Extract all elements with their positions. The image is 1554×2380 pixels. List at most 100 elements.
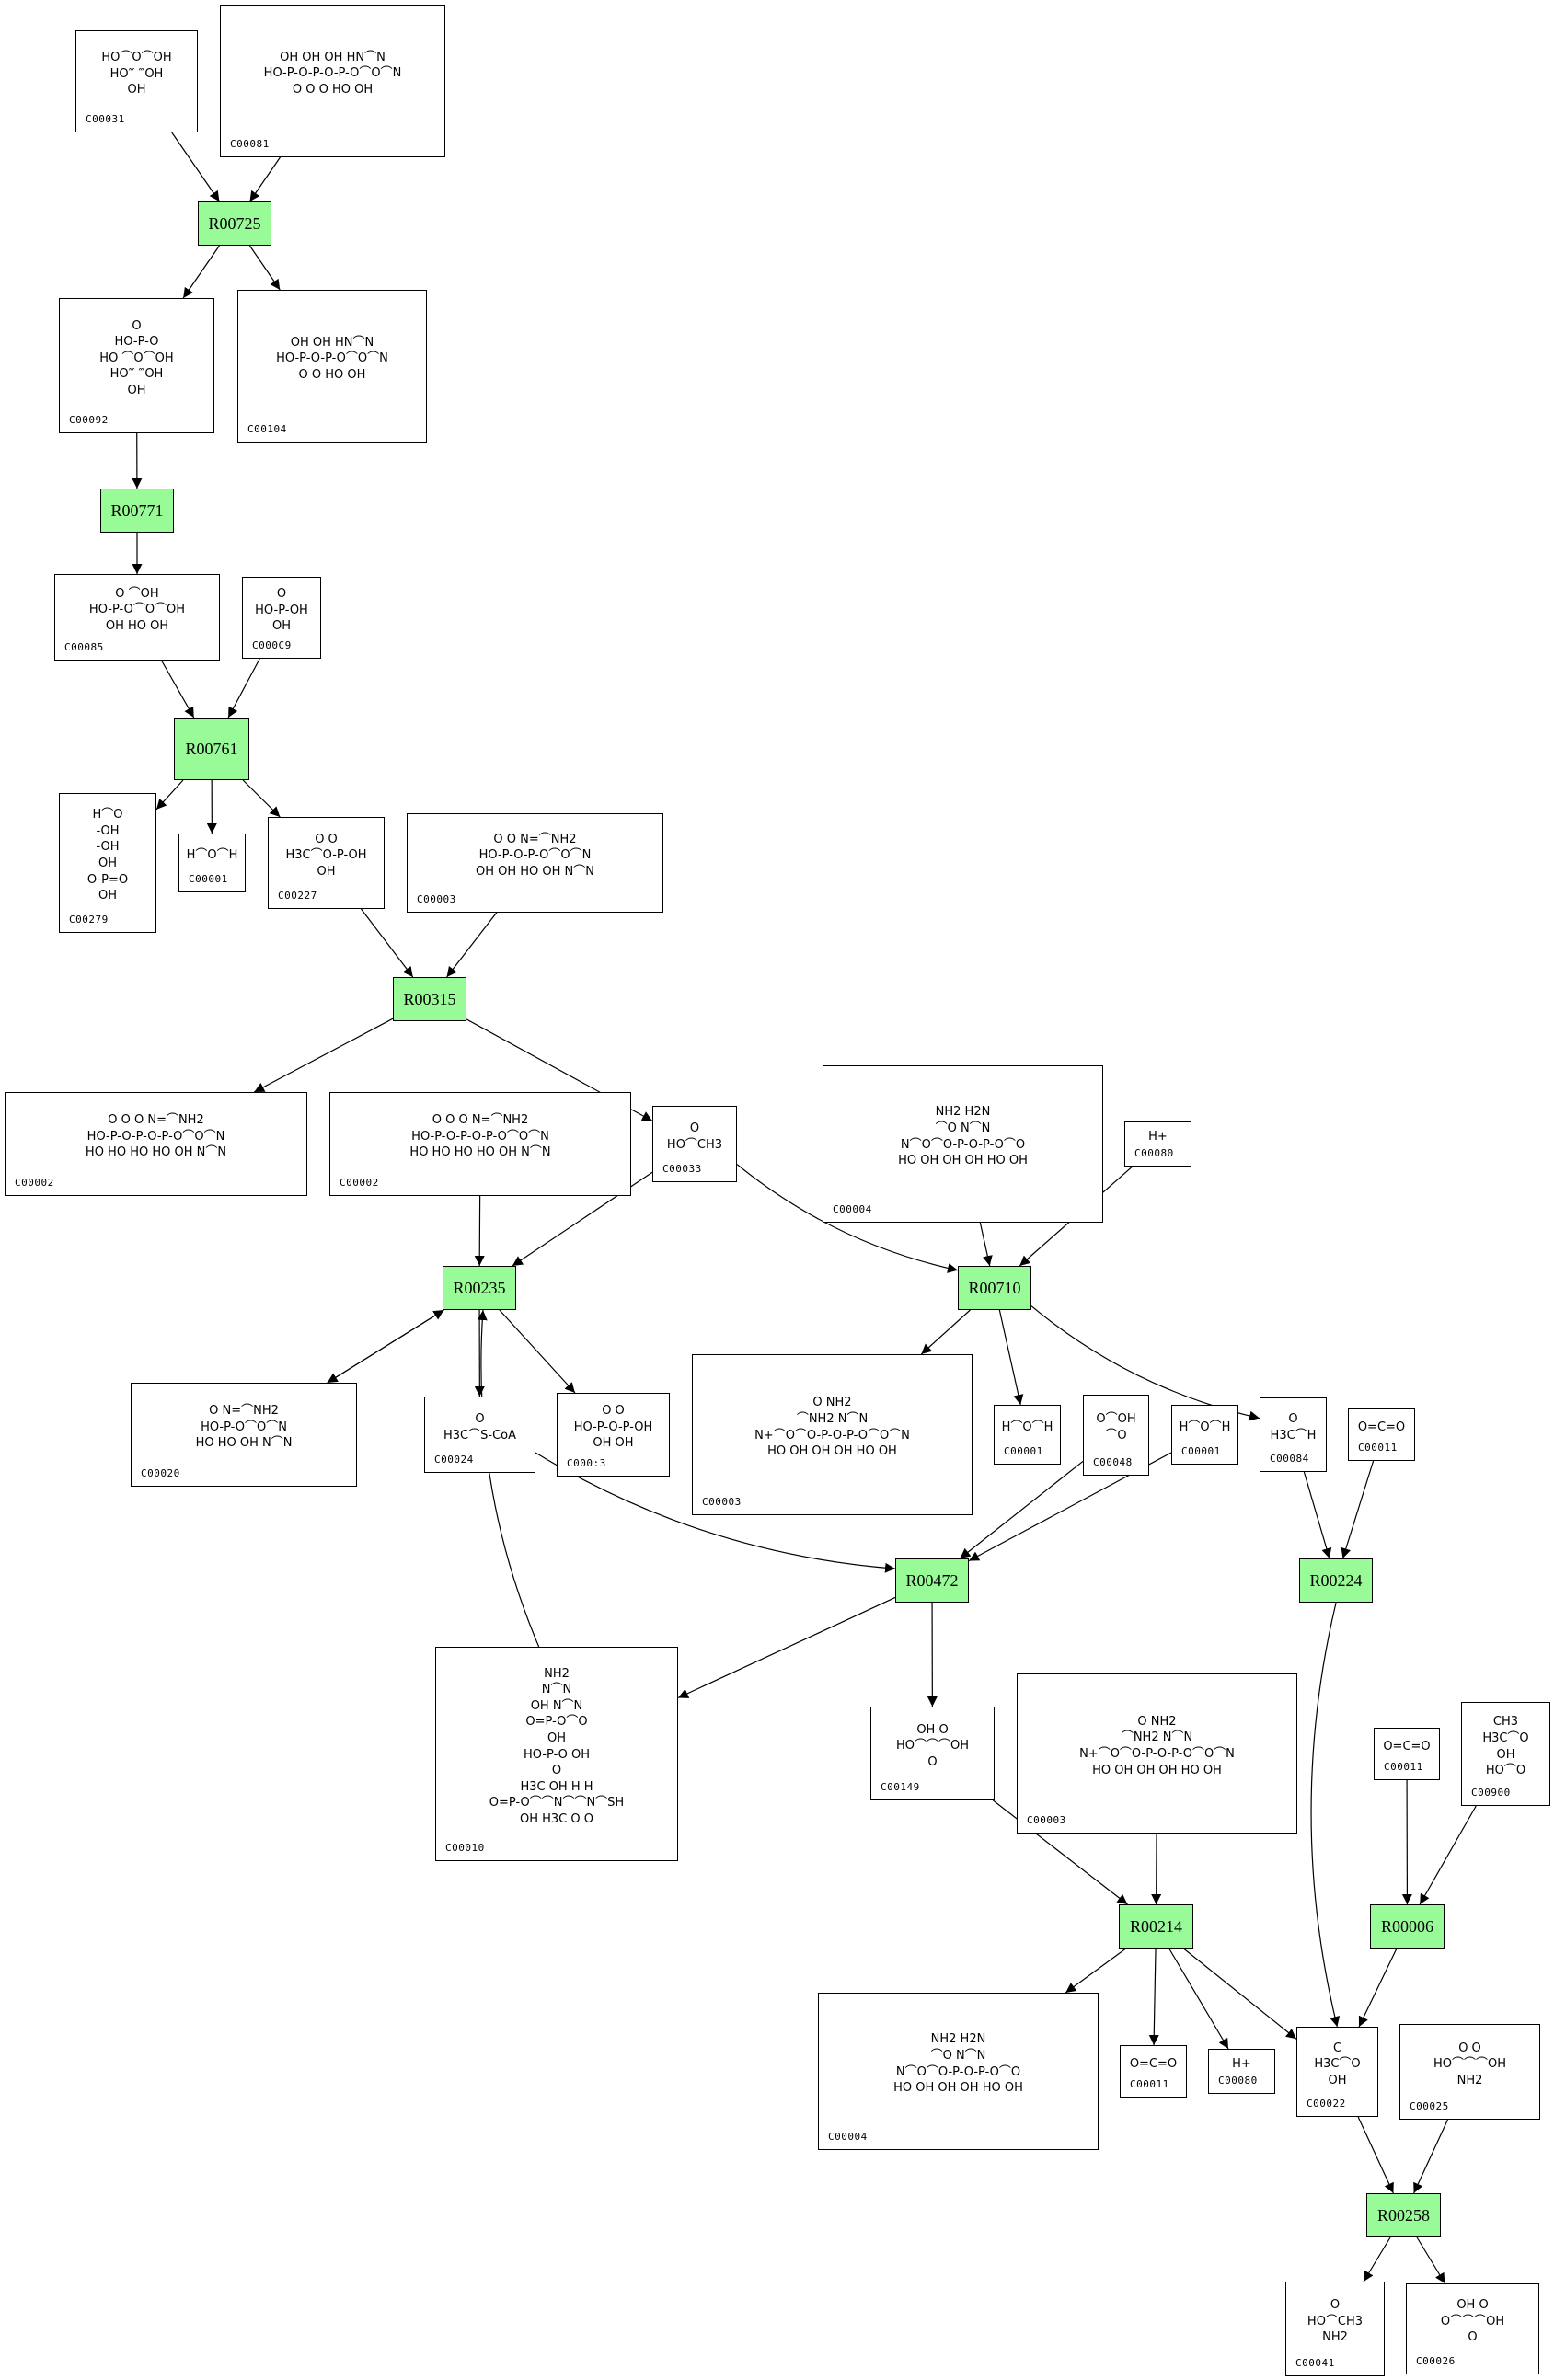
reaction-node-R00006[interactable]: R00006 [1370, 1904, 1445, 1949]
compound-id-label: C00022 [1307, 2098, 1346, 2110]
structure-drawing: O HO⌒CH3 NH2 [1307, 2298, 1364, 2345]
structure-drawing: NH2 N⌒N OH N⌒N O=P-O⌒O OH HO-P-O OH O H3… [489, 1666, 625, 1826]
compound-id-label: C00004 [833, 1203, 872, 1215]
compound-node-C00085[interactable]: O ⌒OH HO-P-O⌒O⌒OH OH HO OH C00085 [54, 574, 220, 661]
reaction-node-R00472[interactable]: R00472 [895, 1558, 969, 1603]
structure-drawing: H⌒O⌒H [1001, 1420, 1053, 1434]
compound-id-label: C000C9 [252, 639, 292, 651]
compound-node-C00004[interactable]: NH2 H2N ⌒O N⌒N N⌒O⌒O-P-O-P-O⌒O HO OH OH … [818, 1993, 1099, 2150]
compound-id-label: C00003 [1027, 1814, 1066, 1826]
structure-drawing: O ⌒OH HO-P-O⌒O⌒OH OH HO OH [88, 586, 186, 633]
structure-drawing: NH2 H2N ⌒O N⌒N N⌒O⌒O-P-O-P-O⌒O HO OH OH … [893, 2032, 1023, 2096]
structure-drawing: OH O O⌒⌒⌒OH O [1440, 2298, 1505, 2345]
compound-id-label: C00003 [702, 1496, 742, 1508]
compound-id-label: C00001 [1004, 1445, 1043, 1457]
compound-node-C00003[interactable]: O NH2 ⌒NH2 N⌒N N+⌒O⌒O-P-O-P-O⌒O⌒N HO OH … [1017, 1673, 1297, 1834]
reaction-node-R00710[interactable]: R00710 [958, 1266, 1031, 1310]
structure-drawing: H+ [1148, 1129, 1168, 1144]
compound-id-label: C00080 [1134, 1147, 1174, 1159]
compound-id-label: C00092 [69, 414, 109, 426]
structure-drawing: O HO⌒CH3 [666, 1121, 723, 1152]
compound-node-C00003[interactable]: O NH2 ⌒NH2 N⌒N N+⌒O⌒O-P-O-P-O⌒O⌒N HO OH … [692, 1354, 973, 1515]
structure-drawing: O O HO⌒⌒⌒OH NH2 [1433, 2041, 1507, 2087]
compound-node-C00010[interactable]: NH2 N⌒N OH N⌒N O=P-O⌒O OH HO-P-O OH O H3… [435, 1647, 678, 1861]
structure-drawing: H⌒O⌒H [1179, 1420, 1231, 1434]
structure-drawing: O H3C⌒H [1270, 1411, 1317, 1443]
structure-drawing: H+ [1232, 2056, 1251, 2071]
edge-R00224-to-c00022 [1310, 1602, 1341, 2028]
edge-R00761-to-c00227 [242, 779, 281, 818]
structure-drawing: C H3C⌒O OH [1314, 2041, 1361, 2087]
edge-R00214-to-c00080b [1168, 1948, 1229, 2050]
compound-node-C00002[interactable]: O O O N=⌒NH2 HO-P-O-P-O-P-O⌒O⌒N HO HO HO… [329, 1092, 631, 1196]
edge-c00010-to-R00235 [477, 1309, 540, 1648]
compound-id-label: C00033 [662, 1163, 702, 1175]
compound-node-C00003[interactable]: O O N=⌒NH2 HO-P-O-P-O⌒O⌒N OH OH HO OH N⌒… [407, 813, 663, 913]
structure-drawing: NH2 H2N ⌒O N⌒N N⌒O⌒O-P-O-P-O⌒O HO OH OH … [898, 1105, 1028, 1168]
compound-node-C00001[interactable]: H⌒O⌒H C00001 [1171, 1405, 1238, 1465]
compound-node-C00002[interactable]: O O O N=⌒NH2 HO-P-O-P-O-P-O⌒O⌒N HO HO HO… [5, 1092, 307, 1196]
compound-id-label: C00227 [278, 890, 317, 902]
compound-id-label: C00900 [1471, 1787, 1511, 1799]
reaction-node-R00315[interactable]: R00315 [393, 977, 466, 1021]
reaction-node-R00725[interactable]: R00725 [198, 201, 271, 246]
reaction-node-R00235[interactable]: R00235 [443, 1266, 516, 1310]
compound-id-label: C00041 [1295, 2357, 1335, 2369]
compound-node-C00149[interactable]: OH O HO⌒⌒⌒OH O C00149 [870, 1707, 995, 1800]
compound-node-C00227[interactable]: O O H3C⌒O-P-OH OH C00227 [268, 817, 385, 909]
compound-node-C00031[interactable]: HO⌒O⌒OH HO‴ ‴OH OH C00031 [75, 30, 198, 132]
compound-node-C00022[interactable]: C H3C⌒O OH C00022 [1296, 2027, 1378, 2117]
compound-id-label: C00001 [1181, 1445, 1221, 1457]
compound-id-label: C00026 [1416, 2355, 1456, 2367]
edge-c00022-to-R00258 [1357, 2116, 1394, 2194]
compound-node-C00001[interactable]: H⌒O⌒H C00001 [994, 1405, 1061, 1465]
compound-id-label: C00031 [86, 113, 125, 125]
compound-id-label: C00080 [1218, 2075, 1258, 2087]
compound-id-label: C00020 [141, 1467, 180, 1479]
compound-node-C00080[interactable]: H+ C00080 [1208, 2049, 1275, 2094]
compound-node-C00081[interactable]: OH OH OH HN⌒N HO-P-O-P-O-P-O⌒O⌒N O O O H… [220, 5, 445, 157]
reaction-node-R00771[interactable]: R00771 [100, 489, 174, 533]
structure-drawing: O H3C⌒S-CoA [443, 1411, 516, 1443]
compound-id-label: C00025 [1410, 2100, 1449, 2112]
reaction-node-R00214[interactable]: R00214 [1119, 1904, 1193, 1949]
compound-id-label: C00004 [828, 2131, 868, 2143]
edge-c00900-to-R00006 [1419, 1805, 1477, 1905]
compound-id-label: C00085 [64, 641, 104, 653]
reaction-node-R00258[interactable]: R00258 [1366, 2193, 1441, 2237]
edge-R00725-to-c00092 [182, 245, 220, 299]
structure-drawing: OH O HO⌒⌒⌒OH O [895, 1722, 970, 1769]
compound-id-label: C00149 [881, 1781, 920, 1793]
edge-R00472-to-c00010 [677, 1596, 896, 1699]
edge-R00214-to-c00004b [1065, 1948, 1127, 1994]
structure-drawing: HO⌒O⌒OH HO‴ ‴OH OH [101, 51, 172, 98]
reaction-node-R00224[interactable]: R00224 [1299, 1558, 1373, 1603]
edge-R00761-to-c00279 [155, 779, 184, 811]
structure-drawing: O O H3C⌒O-P-OH OH [285, 832, 367, 879]
edge-c00004a-to-R00710 [979, 1222, 993, 1267]
structure-drawing: O=C=O [1357, 1420, 1406, 1434]
reaction-node-R00761[interactable]: R00761 [174, 718, 249, 780]
compound-node-C00026[interactable]: OH O O⌒⌒⌒OH O C00026 [1406, 2283, 1539, 2374]
edge-c00048-to-R00472 [960, 1460, 1084, 1559]
compound-node-C00080[interactable]: H+ C00080 [1124, 1121, 1191, 1167]
compound-node-C00004[interactable]: NH2 H2N ⌒O N⌒N N⌒O⌒O-P-O-P-O⌒O HO OH OH … [823, 1065, 1103, 1223]
edge-R00258-to-c00041 [1363, 2236, 1391, 2282]
